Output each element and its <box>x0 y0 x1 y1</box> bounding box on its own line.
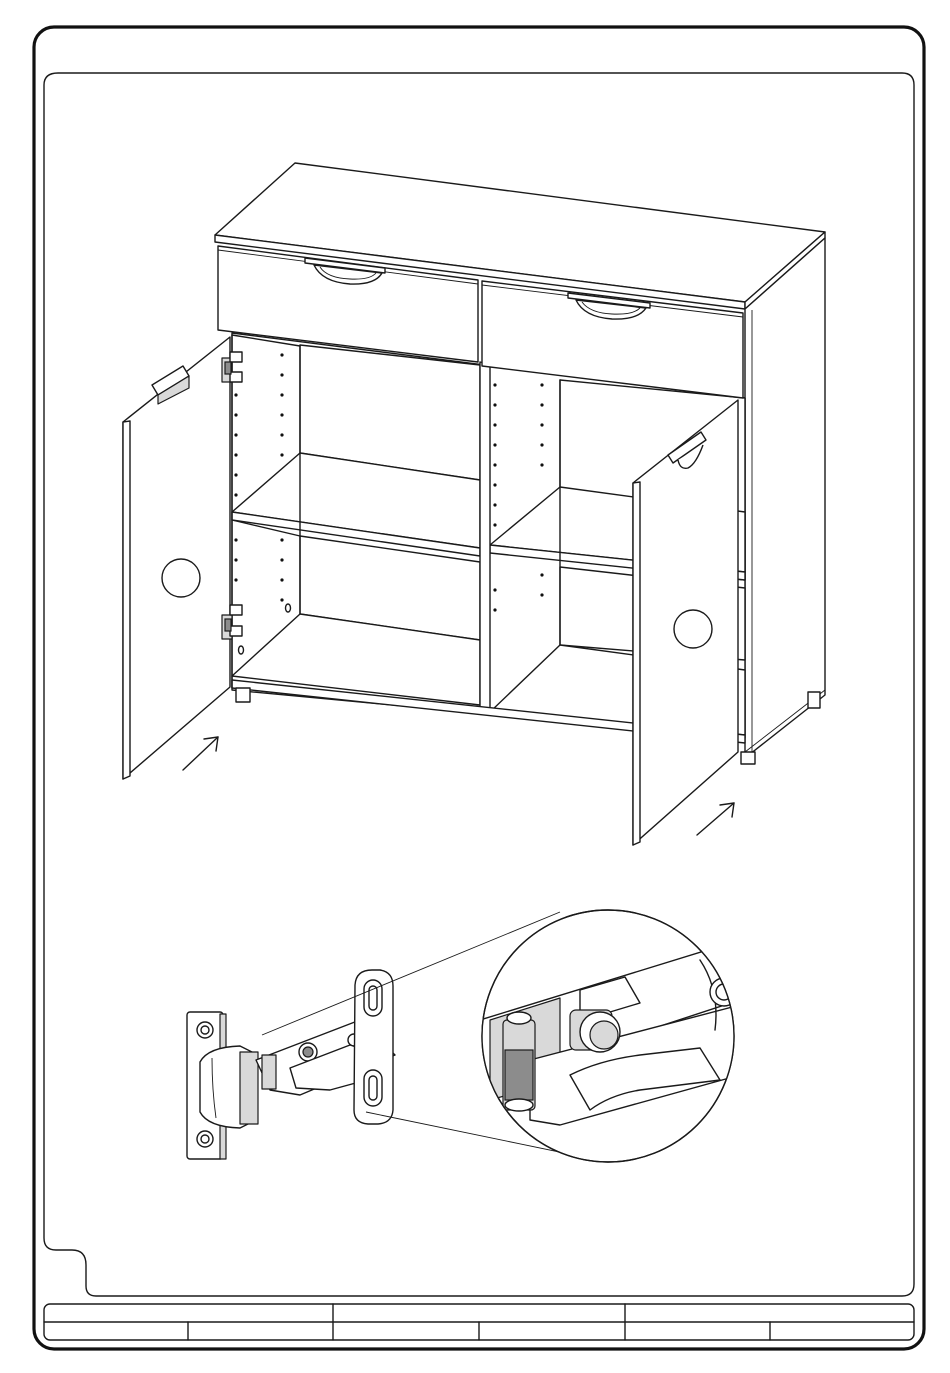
title-block <box>44 1304 914 1340</box>
close-door-arrow-left <box>183 737 218 770</box>
hinge-zoom-detail <box>480 910 740 1162</box>
left-door <box>123 337 230 779</box>
hinge-illustration <box>187 970 395 1159</box>
hinge-bracket <box>354 970 393 1124</box>
cabinet-right-side <box>745 238 825 758</box>
cabinet-illustration <box>123 163 825 845</box>
centre-divider <box>480 362 490 714</box>
close-door-arrow-right <box>697 803 734 835</box>
